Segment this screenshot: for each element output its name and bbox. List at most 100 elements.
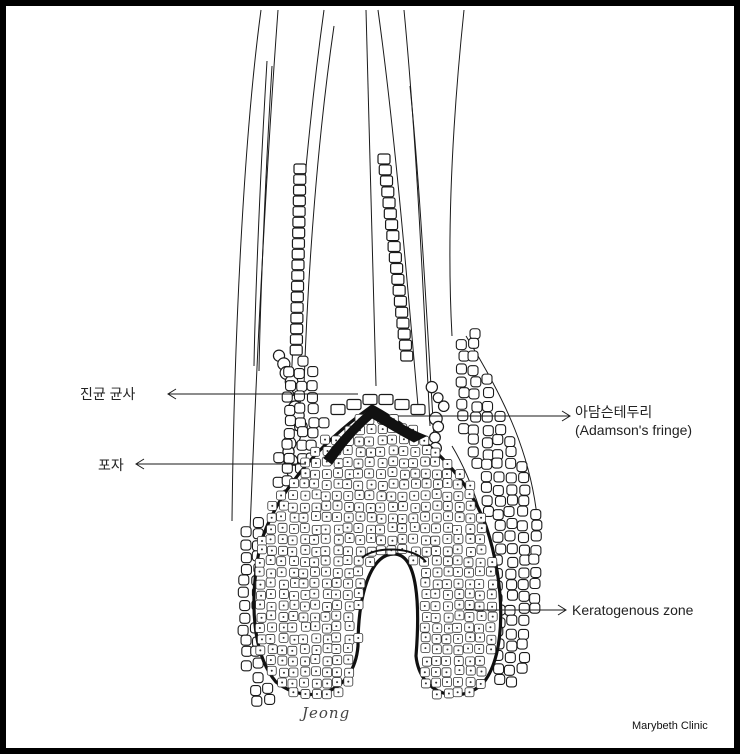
cell-nucleus (346, 594, 349, 597)
cell-nucleus (446, 648, 449, 651)
cell-nucleus (259, 649, 262, 652)
cell-nucleus (270, 605, 273, 608)
sheath-cell (240, 552, 252, 564)
spore-cell (432, 392, 444, 404)
cell-nucleus (368, 472, 371, 475)
cell-nucleus (458, 593, 461, 596)
cell-nucleus (478, 570, 481, 573)
spore-cell (330, 403, 346, 416)
cell-nucleus (446, 560, 449, 563)
cell-nucleus (325, 582, 328, 585)
cell-nucleus (357, 592, 360, 595)
cell-nucleus (293, 516, 296, 519)
cell-nucleus (412, 517, 415, 520)
cell-nucleus (468, 691, 471, 694)
hypha-cell (397, 328, 411, 340)
cell-nucleus (467, 561, 470, 564)
cell-nucleus (348, 473, 351, 476)
sheath-cell (504, 436, 516, 448)
cell-nucleus (478, 583, 481, 586)
cell-nucleus (490, 648, 493, 651)
cell-nucleus (436, 504, 439, 507)
cell-nucleus (346, 526, 349, 529)
hypha-cell (378, 164, 392, 176)
cell-nucleus (468, 592, 471, 595)
cell-nucleus (445, 659, 448, 662)
cell-nucleus (282, 616, 285, 619)
cell-nucleus (390, 495, 393, 498)
cell-nucleus (258, 570, 261, 573)
sheath-cell (481, 373, 493, 385)
cell-nucleus (423, 605, 426, 608)
sheath-cell (492, 531, 504, 543)
sheath-cell (281, 391, 293, 403)
sheath-cell (294, 402, 306, 414)
sheath-cell (516, 638, 528, 650)
cell-nucleus (381, 439, 384, 442)
cell-nucleus (445, 671, 448, 674)
cell-nucleus (403, 473, 406, 476)
cell-nucleus (480, 527, 483, 530)
cell-nucleus (304, 538, 307, 541)
sheath-cell (503, 505, 515, 518)
cell-nucleus (468, 603, 471, 606)
sheath-cell (470, 411, 482, 423)
hypha-cell (290, 280, 305, 292)
cell-nucleus (314, 625, 317, 628)
cell-nucleus (435, 648, 438, 651)
cell-nucleus (368, 461, 371, 464)
sheath-cell (531, 519, 543, 531)
hypha-cell (292, 227, 306, 239)
cell-nucleus (335, 581, 338, 584)
cell-nucleus (269, 538, 272, 541)
cell-nucleus (292, 482, 295, 485)
sheath-cell (285, 380, 297, 392)
sheath-cell (505, 628, 517, 640)
sheath-cell (518, 567, 530, 579)
sheath-cell (240, 526, 252, 538)
sheath-cell (505, 457, 517, 469)
cell-nucleus (392, 482, 395, 485)
sheath-cell (455, 376, 467, 388)
hypha-cell (377, 153, 391, 165)
cell-nucleus (315, 670, 318, 673)
cell-nucleus (336, 681, 339, 684)
cell-nucleus (302, 516, 305, 519)
cell-nucleus (314, 616, 317, 619)
cell-nucleus (379, 450, 382, 453)
sheath-cell (516, 461, 528, 473)
cell-nucleus (282, 626, 285, 629)
cell-nucleus (447, 515, 450, 518)
sheath-cell (455, 363, 468, 375)
label-spore: 포자 (98, 457, 124, 473)
cell-nucleus (491, 583, 494, 586)
sheath-cell (493, 663, 505, 675)
cell-nucleus (280, 515, 283, 518)
cell-nucleus (269, 592, 272, 595)
hypha-cell (292, 195, 306, 207)
sheath-cell (493, 471, 505, 483)
cell-nucleus (314, 473, 317, 476)
spore-cell (410, 403, 426, 416)
cell-nucleus (469, 504, 472, 507)
cell-nucleus (446, 482, 449, 485)
cell-nucleus (434, 527, 437, 530)
sheath-cell (239, 612, 251, 624)
cell-nucleus (315, 682, 318, 685)
cell-nucleus (423, 626, 426, 629)
cell-nucleus (467, 647, 470, 650)
cell-nucleus (337, 462, 340, 465)
cell-nucleus (348, 537, 351, 540)
cell-nucleus (478, 627, 481, 630)
sheath-cell (518, 614, 530, 626)
cell-nucleus (347, 680, 350, 683)
cell-nucleus (401, 495, 404, 498)
cell-nucleus (401, 527, 404, 530)
cell-nucleus (347, 516, 350, 519)
hypha-cell (400, 350, 414, 362)
sheath-cell (262, 682, 274, 694)
hypha-cell (382, 197, 396, 209)
cell-nucleus (381, 484, 384, 487)
hypha-cell (290, 312, 304, 324)
sheath-cell (482, 449, 494, 461)
